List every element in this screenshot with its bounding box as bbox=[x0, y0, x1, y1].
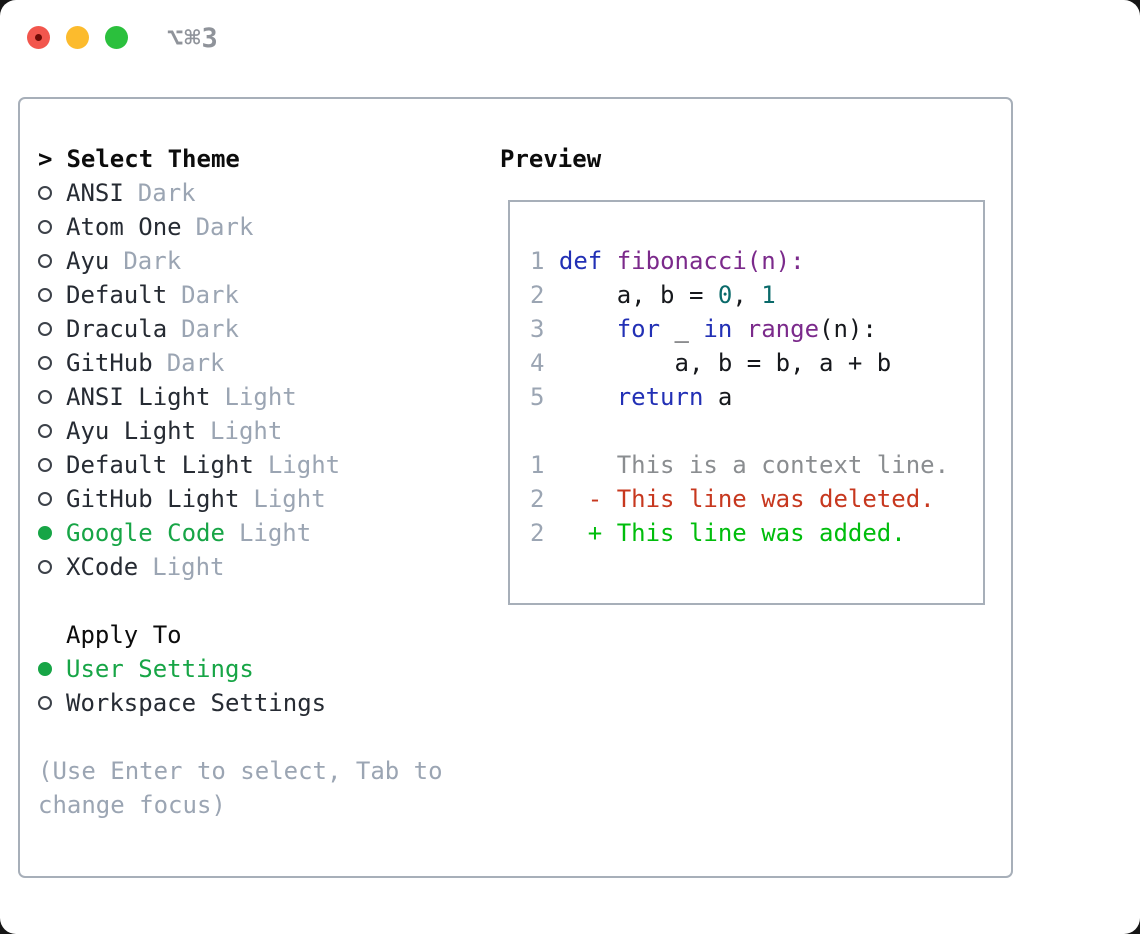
theme-option-ayu-dark[interactable]: Ayu Dark bbox=[38, 244, 488, 278]
theme-option-ansi-light[interactable]: ANSI Light Light bbox=[38, 380, 488, 414]
keyboard-hint-line2: change focus) bbox=[38, 791, 226, 819]
close-button[interactable] bbox=[27, 26, 50, 49]
zoom-button[interactable] bbox=[105, 26, 128, 49]
theme-preview-pane: 1 def fibonacci(n): 2 a, b = 0, 1 3 for … bbox=[508, 200, 985, 605]
radio-icon bbox=[38, 458, 52, 472]
radio-icon bbox=[38, 390, 52, 404]
apply-to-header: Apply To bbox=[66, 621, 182, 649]
diff-added-line: 2 + This line was added. bbox=[530, 519, 906, 547]
radio-icon bbox=[38, 220, 52, 234]
code-line: 1 def fibonacci(n): bbox=[530, 247, 805, 275]
window-title: ⌥⌘3 bbox=[167, 23, 219, 54]
theme-option-default-dark[interactable]: Default Dark bbox=[38, 278, 488, 312]
select-theme-header: > Select Theme bbox=[38, 142, 488, 176]
code-line-blank bbox=[530, 414, 983, 448]
theme-option-xcode-light[interactable]: XCode Light bbox=[38, 550, 488, 584]
line-number: 3 bbox=[530, 315, 559, 343]
minimize-button[interactable] bbox=[66, 26, 89, 49]
radio-icon bbox=[38, 560, 52, 574]
radio-icon bbox=[38, 424, 52, 438]
code-line: 2 a, b = 0, 1 bbox=[530, 281, 776, 309]
radio-icon bbox=[38, 254, 52, 268]
radio-icon bbox=[38, 288, 52, 302]
theme-option-ansi-dark[interactable]: ANSI Dark bbox=[38, 176, 488, 210]
code-line: 3 for _ in range(n): bbox=[530, 315, 877, 343]
code-line: 5 return a bbox=[530, 383, 733, 411]
line-number: 1 bbox=[530, 451, 559, 479]
radio-selected-icon bbox=[38, 526, 52, 540]
code-preview: 1 def fibonacci(n): 2 a, b = 0, 1 3 for … bbox=[510, 202, 983, 550]
theme-option-dracula-dark[interactable]: Dracula Dark bbox=[38, 312, 488, 346]
radio-icon bbox=[38, 186, 52, 200]
diff-context-line: 1 This is a context line. bbox=[530, 451, 950, 479]
radio-icon bbox=[38, 492, 52, 506]
select-theme-label: Select Theme bbox=[66, 145, 240, 173]
theme-option-default-light[interactable]: Default Light Light bbox=[38, 448, 488, 482]
keyboard-hint-line1: (Use Enter to select, Tab to bbox=[38, 757, 443, 785]
radio-icon bbox=[38, 356, 52, 370]
titlebar: ⌥⌘3 bbox=[0, 0, 1140, 76]
spacer bbox=[38, 584, 488, 618]
line-number: 2 bbox=[530, 281, 559, 309]
theme-option-github-dark[interactable]: GitHub Dark bbox=[38, 346, 488, 380]
code-line: 4 a, b = b, a + b bbox=[530, 349, 892, 377]
theme-list: > Select Theme ANSI Dark Atom One Dark A… bbox=[38, 142, 488, 822]
prompt-caret-icon: > bbox=[38, 145, 53, 173]
preview-header: Preview bbox=[500, 145, 602, 173]
line-number: 5 bbox=[530, 383, 559, 411]
spacer bbox=[38, 720, 488, 754]
theme-option-ayu-light[interactable]: Ayu Light Light bbox=[38, 414, 488, 448]
radio-icon bbox=[38, 322, 52, 336]
line-number: 1 bbox=[530, 247, 559, 275]
radio-icon bbox=[38, 696, 52, 710]
apply-option-user-settings[interactable]: User Settings bbox=[38, 652, 488, 686]
line-number: 2 bbox=[530, 519, 559, 547]
diff-deleted-line: 2 - This line was deleted. bbox=[530, 485, 935, 513]
theme-option-google-code-selected[interactable]: Google Code Light bbox=[38, 516, 488, 550]
theme-option-atom-one-dark[interactable]: Atom One Dark bbox=[38, 210, 488, 244]
apply-option-workspace-settings[interactable]: Workspace Settings bbox=[38, 686, 488, 720]
radio-selected-icon bbox=[38, 662, 52, 676]
line-number: 2 bbox=[530, 485, 559, 513]
theme-option-github-light[interactable]: GitHub Light Light bbox=[38, 482, 488, 516]
theme-picker-panel: > Select Theme ANSI Dark Atom One Dark A… bbox=[18, 97, 1013, 878]
line-number: 4 bbox=[530, 349, 559, 377]
